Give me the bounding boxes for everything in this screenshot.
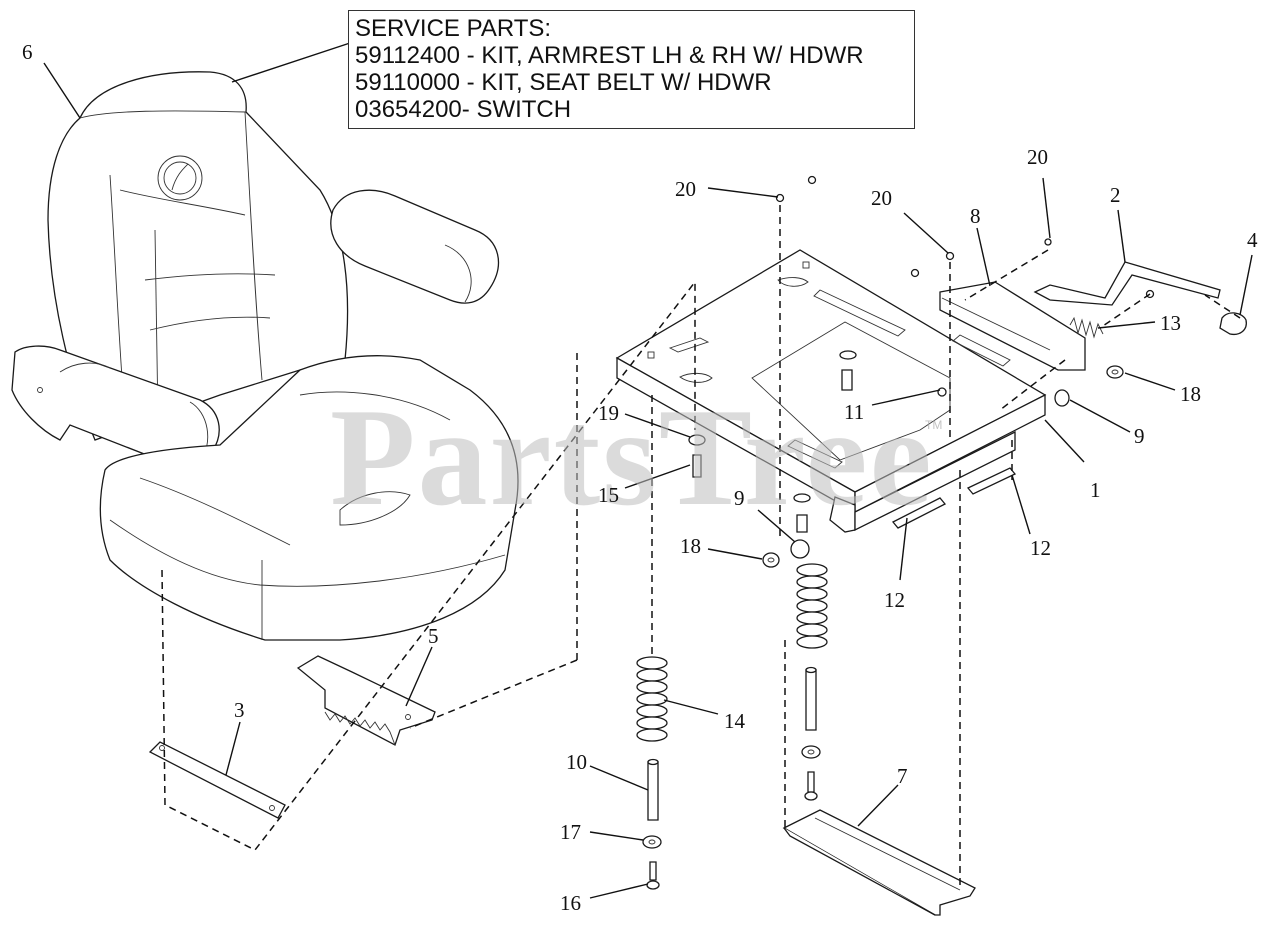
alignment-lines: [161, 205, 1241, 888]
service-part-line: 59112400 - KIT, ARMREST LH & RH W/ HDWR: [355, 42, 864, 69]
suspension-parts: [636, 563, 828, 890]
service-part-line: 03654200- SWITCH: [355, 96, 572, 123]
callout-20[interactable]: 20: [871, 186, 892, 210]
leader-lines: [43, 42, 1253, 899]
callout-10[interactable]: 10: [566, 750, 587, 774]
callout-1[interactable]: 1: [1090, 478, 1101, 502]
callout-20[interactable]: 20: [1027, 145, 1048, 169]
callout-18[interactable]: 18: [680, 534, 701, 558]
callout-3[interactable]: 3: [234, 698, 245, 722]
callout-20[interactable]: 20: [675, 177, 696, 201]
callout-11[interactable]: 11: [844, 400, 865, 424]
callout-9[interactable]: 9: [734, 486, 745, 510]
callout-13[interactable]: 13: [1160, 311, 1181, 335]
callout-18[interactable]: 18: [1180, 382, 1201, 406]
callout-12[interactable]: 12: [1030, 536, 1051, 560]
callout-16[interactable]: 16: [560, 891, 581, 915]
service-parts-heading: SERVICE PARTS:: [355, 15, 552, 42]
callout-14[interactable]: 14: [724, 709, 745, 733]
callout-19[interactable]: 19: [598, 401, 619, 425]
callout-2[interactable]: 2: [1110, 183, 1121, 207]
service-parts-box: SERVICE PARTS: 59112400 - KIT, ARMREST L…: [348, 10, 915, 129]
callout-9[interactable]: 9: [1134, 424, 1145, 448]
mount-brackets: [148, 655, 976, 916]
watermark-trademark: TM: [925, 418, 943, 432]
callout-12[interactable]: 12: [884, 588, 905, 612]
callout-7[interactable]: 7: [897, 764, 908, 788]
seat-plate: [615, 175, 1247, 568]
callout-17[interactable]: 17: [560, 820, 581, 844]
callout-4[interactable]: 4: [1247, 228, 1258, 252]
callout-6[interactable]: 6: [22, 40, 33, 64]
seat-assembly: [11, 71, 519, 641]
service-part-line: 59110000 - KIT, SEAT BELT W/ HDWR: [355, 69, 772, 96]
callout-8[interactable]: 8: [970, 204, 981, 228]
callout-5[interactable]: 5: [428, 624, 439, 648]
callout-15[interactable]: 15: [598, 483, 619, 507]
